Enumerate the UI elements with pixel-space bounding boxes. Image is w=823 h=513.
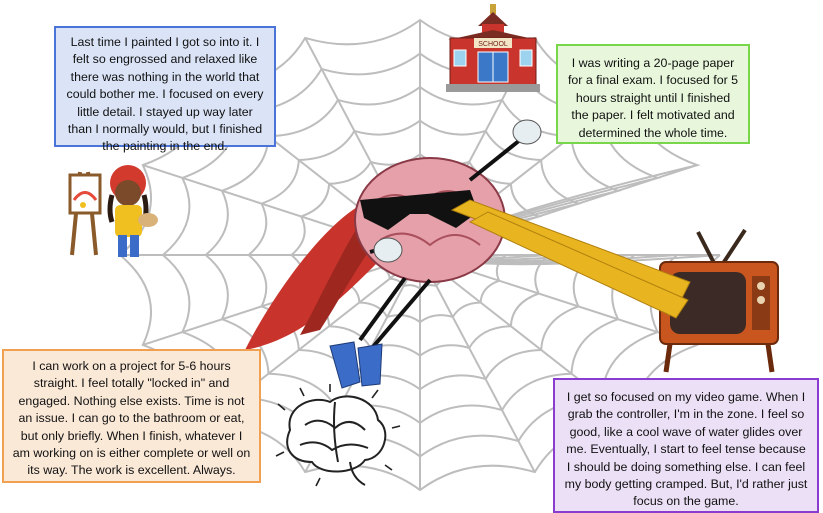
videogame-story-box: I get so focused on my video game. When … [553,378,819,513]
painting-story-text: Last time I painted I got so into it. I … [66,35,264,154]
painter-girl-icon [68,165,158,257]
brain-outline-icon [275,384,401,487]
school-icon: SCHOOL [446,4,540,92]
project-story-text: I can work on a project for 5-6 hours st… [12,359,251,478]
videogame-story-text: I get so focused on my video game. When … [564,390,808,509]
television-icon [659,228,779,373]
painting-story-box: Last time I painted I got so into it. I … [54,26,276,153]
paper-story-box: I was writing a 20-page paper for a fina… [556,44,750,144]
super-brain-icon [245,119,542,389]
paper-story-text: I was writing a 20-page paper for a fina… [567,56,739,140]
school-sign: SCHOOL [478,41,508,48]
project-story-box: I can work on a project for 5-6 hours st… [2,349,261,483]
laser-beams [450,199,691,319]
